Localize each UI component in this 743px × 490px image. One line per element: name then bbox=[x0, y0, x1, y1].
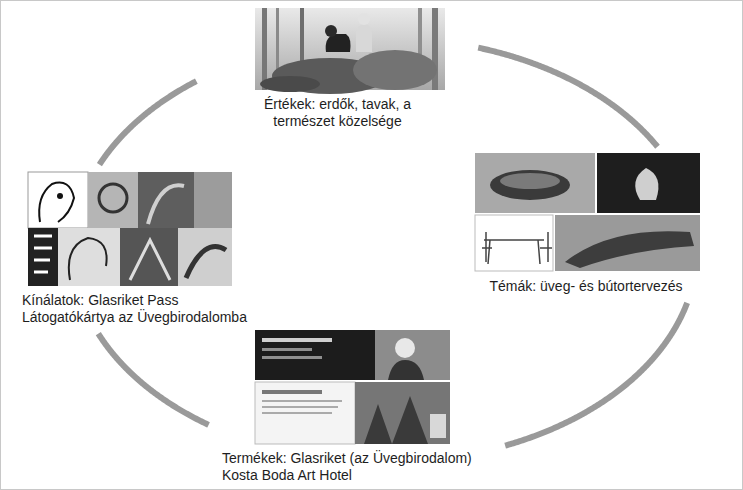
cycle-arc bbox=[99, 81, 196, 164]
screen-tile bbox=[355, 382, 450, 444]
picture-slot bbox=[212, 326, 502, 450]
poster-tile bbox=[194, 172, 232, 228]
portrait-body bbox=[388, 360, 424, 380]
screen-line bbox=[262, 412, 332, 414]
image-panel: Értékek: erdők, tavak, a természet közel… bbox=[200, 6, 475, 134]
rock bbox=[353, 50, 437, 90]
face-drawing bbox=[39, 183, 74, 222]
collage-ground bbox=[28, 172, 232, 286]
poster-tile bbox=[28, 172, 88, 228]
picture-slot bbox=[450, 150, 722, 278]
poster-stroke bbox=[34, 236, 52, 272]
forest-photo bbox=[255, 8, 445, 94]
poster-tile bbox=[28, 228, 58, 286]
poster-collage bbox=[28, 172, 232, 286]
cycle-arc bbox=[505, 303, 687, 446]
screen-line bbox=[262, 406, 338, 408]
chair-detail bbox=[565, 231, 694, 268]
picture-slot bbox=[12, 168, 267, 292]
face-eye bbox=[57, 193, 63, 199]
screen-line bbox=[262, 400, 342, 402]
poster-stroke bbox=[186, 247, 226, 279]
cycle-arc bbox=[98, 334, 208, 425]
photo-tile bbox=[597, 153, 700, 213]
screen-tile bbox=[375, 330, 450, 380]
screen-tile bbox=[255, 330, 375, 380]
image-panel: Termékek: Glasriket (az Üvegbirodalom) K… bbox=[212, 326, 502, 488]
person-figure bbox=[356, 24, 372, 52]
person-head bbox=[358, 13, 370, 25]
poster-tile bbox=[120, 228, 178, 286]
poster-tile bbox=[58, 228, 120, 286]
tree-trunk bbox=[262, 8, 267, 90]
image-panel: Kínálatok: Glasriket Pass Látogatókártya… bbox=[12, 168, 267, 330]
tree-shape bbox=[364, 396, 428, 444]
rock bbox=[260, 76, 320, 92]
poster-circle bbox=[99, 184, 127, 212]
face-drawing bbox=[69, 238, 107, 280]
design-photos bbox=[475, 153, 700, 271]
website-screens bbox=[255, 330, 450, 444]
glass-bowl-rim bbox=[500, 173, 560, 189]
glass-object bbox=[635, 168, 658, 200]
poster-stroke bbox=[130, 240, 170, 280]
house-shape bbox=[430, 414, 446, 438]
screen-line bbox=[262, 390, 322, 394]
dog-head bbox=[325, 25, 337, 37]
cycle-arc bbox=[478, 48, 657, 147]
photo-tile bbox=[475, 215, 553, 271]
screen-tile bbox=[255, 382, 355, 444]
panel-caption: Témák: üveg- és bútortervezés bbox=[455, 278, 717, 295]
panel-caption: Értékek: erdők, tavak, a természet közel… bbox=[245, 96, 430, 130]
screen-line bbox=[262, 356, 322, 359]
photo-tile bbox=[475, 153, 595, 213]
portrait-head bbox=[395, 338, 415, 358]
glass-bowl bbox=[490, 170, 570, 200]
screen-line bbox=[262, 338, 332, 342]
tree-trunk bbox=[276, 8, 279, 78]
panel-caption: Kínálatok: Glasriket Pass Látogatókártya… bbox=[22, 292, 262, 326]
poster-stroke bbox=[148, 185, 184, 224]
image-panel: Témák: üveg- és bútortervezés bbox=[450, 150, 722, 299]
photo-tile bbox=[555, 215, 700, 271]
panel-caption: Termékek: Glasriket (az Üvegbirodalom) K… bbox=[222, 450, 502, 484]
table-drawing bbox=[482, 232, 552, 264]
screen-line bbox=[262, 348, 312, 351]
poster-tile bbox=[138, 172, 194, 228]
poster-tile bbox=[178, 228, 232, 286]
picture-slot bbox=[200, 6, 475, 96]
poster-tile bbox=[88, 172, 138, 228]
